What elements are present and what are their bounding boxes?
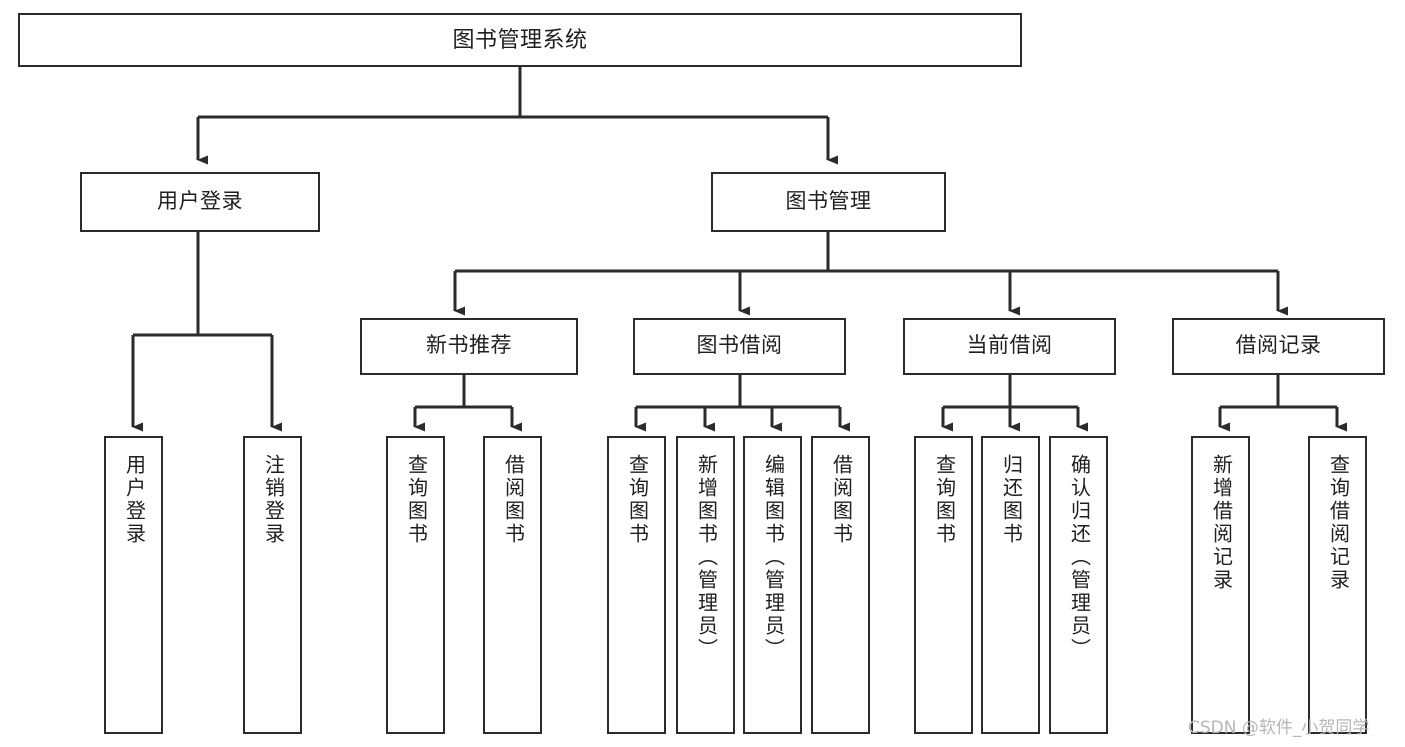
node-leaf-query-record[interactable]: 查询借阅记录 — [1308, 436, 1367, 734]
node-leaf-query-book-1[interactable]: 查询图书 — [386, 436, 445, 734]
node-label: 借阅图书 — [501, 454, 524, 546]
node-label: 查询图书 — [404, 454, 427, 546]
node-label: 用户登录 — [157, 189, 243, 213]
node-label: 查询图书 — [625, 454, 648, 546]
node-label: 当前借阅 — [966, 334, 1053, 358]
node-label: 新书推荐 — [426, 334, 512, 358]
node-borrow-record[interactable]: 借阅记录 — [1172, 318, 1385, 375]
node-label: 新增借阅记录 — [1209, 454, 1232, 592]
node-label: 图书管理系统 — [452, 27, 588, 53]
node-leaf-add-book[interactable]: 新增图书（管理员） — [676, 436, 735, 734]
csdn-watermark: CSDN @软件_小贺同学 — [1188, 718, 1370, 738]
node-label: 确认归还（管理员） — [1067, 454, 1090, 661]
node-book-manage[interactable]: 图书管理 — [711, 172, 946, 232]
node-leaf-return-book[interactable]: 归还图书 — [981, 436, 1040, 734]
node-book-borrow[interactable]: 图书借阅 — [633, 318, 846, 375]
node-label: 查询借阅记录 — [1326, 454, 1349, 592]
node-leaf-add-record[interactable]: 新增借阅记录 — [1191, 436, 1250, 734]
node-label: 注销登录 — [261, 454, 284, 546]
node-leaf-confirm-return[interactable]: 确认归还（管理员） — [1049, 436, 1108, 734]
node-leaf-borrow-book-1[interactable]: 借阅图书 — [483, 436, 542, 734]
node-label: 图书管理 — [785, 189, 872, 213]
node-leaf-logout[interactable]: 注销登录 — [243, 436, 302, 734]
node-label: 归还图书 — [999, 454, 1022, 546]
node-root-system[interactable]: 图书管理系统 — [18, 13, 1022, 67]
node-current-borrow[interactable]: 当前借阅 — [903, 318, 1116, 375]
node-leaf-edit-book[interactable]: 编辑图书（管理员） — [743, 436, 802, 734]
node-leaf-borrow-book-2[interactable]: 借阅图书 — [811, 436, 870, 734]
node-label: 借阅记录 — [1235, 334, 1322, 358]
node-new-book-rec[interactable]: 新书推荐 — [360, 318, 578, 375]
node-label: 查询图书 — [932, 454, 955, 546]
node-leaf-query-book-3[interactable]: 查询图书 — [914, 436, 973, 734]
node-label: 用户登录 — [122, 454, 145, 546]
node-leaf-query-book-2[interactable]: 查询图书 — [607, 436, 666, 734]
node-label: 新增图书（管理员） — [694, 454, 717, 661]
node-label: 借阅图书 — [829, 454, 852, 546]
node-label: 编辑图书（管理员） — [761, 454, 784, 661]
node-label: 图书借阅 — [696, 334, 783, 358]
node-user-login[interactable]: 用户登录 — [80, 172, 320, 232]
node-leaf-user-login[interactable]: 用户登录 — [104, 436, 163, 734]
